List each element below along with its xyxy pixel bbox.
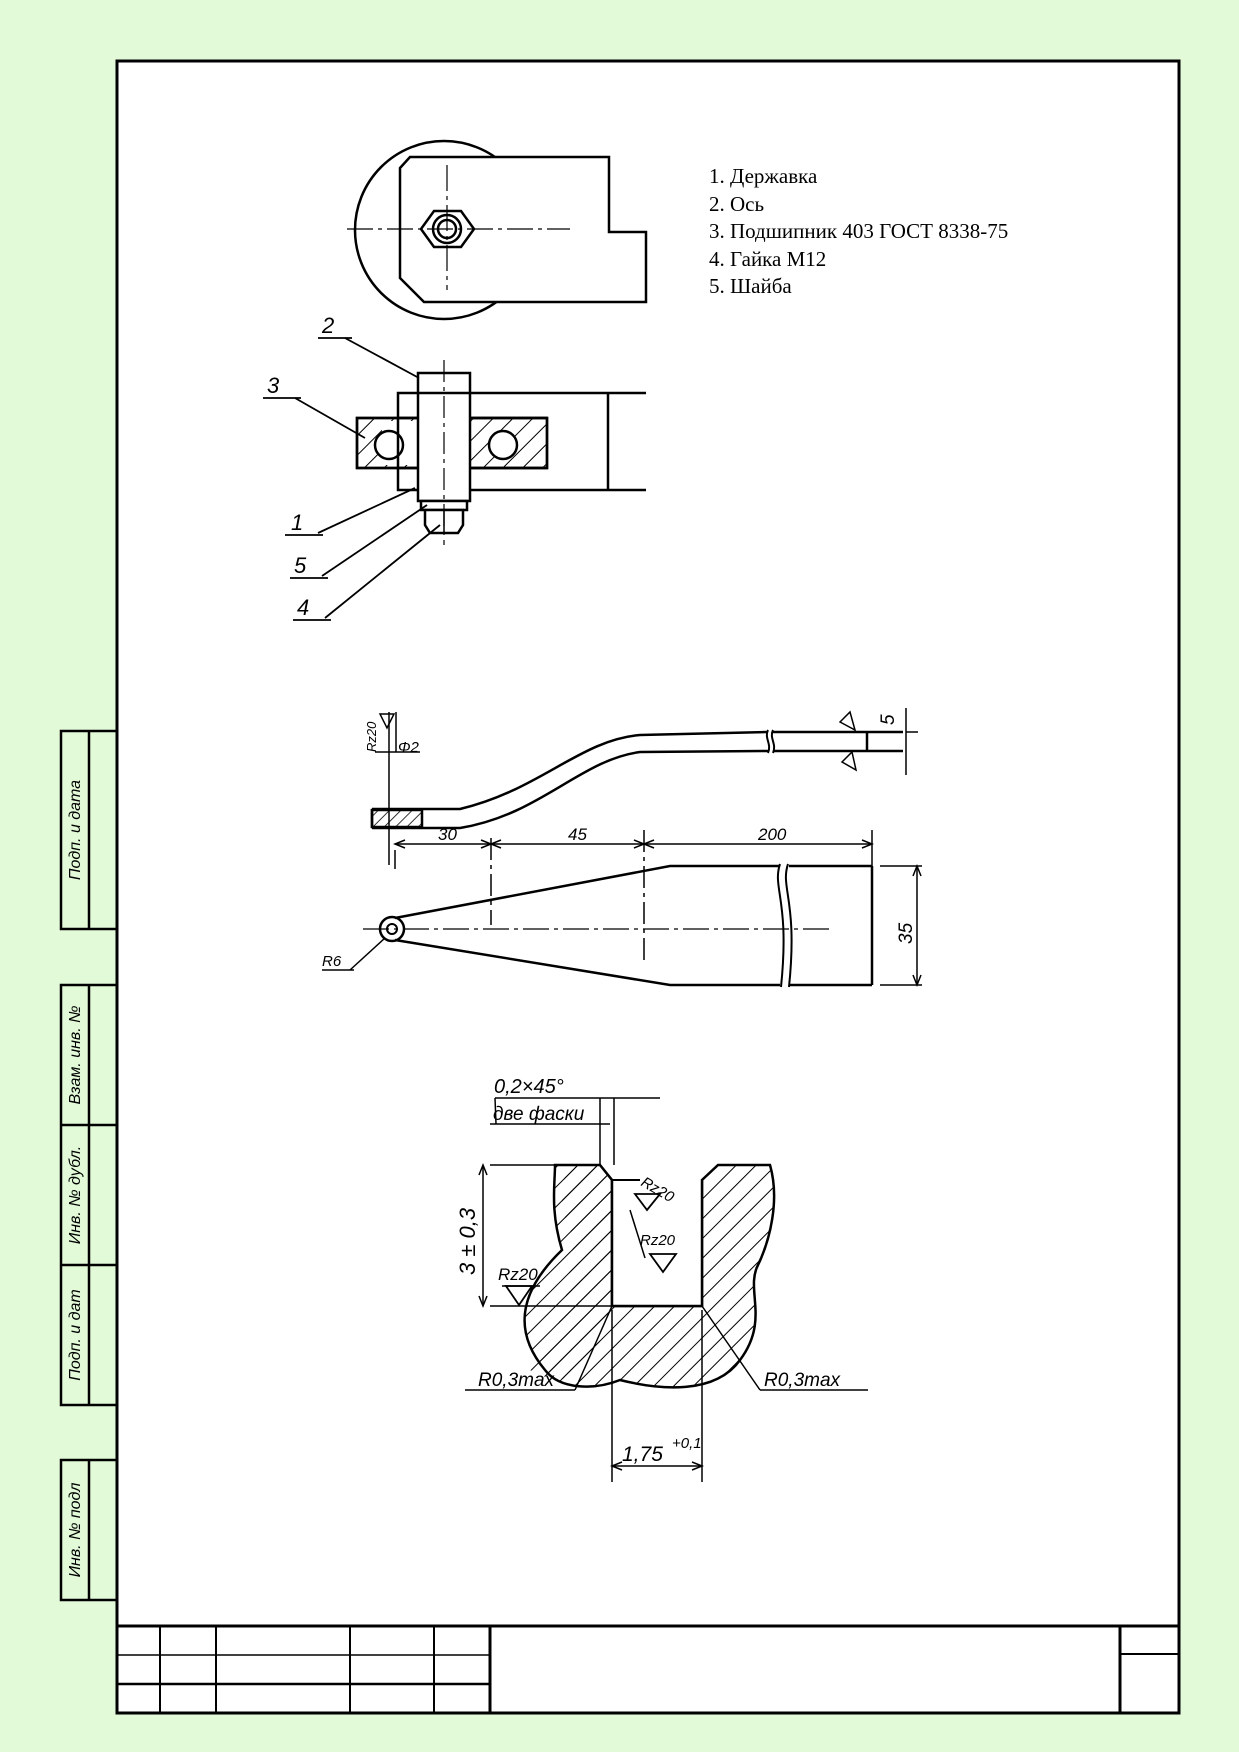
radius-left: R0,3max [478, 1370, 556, 1391]
chamfer-note: две фаски [493, 1104, 585, 1125]
dim-45: 45 [568, 825, 587, 844]
callout-4: 4 [297, 595, 309, 620]
roller-section-view [355, 360, 646, 545]
stamp-label-orig-inv: Инв. № подл [67, 1482, 84, 1578]
parts-item: 1. Державка [709, 164, 818, 188]
dim-200: 200 [757, 825, 787, 844]
callout-5: 5 [294, 553, 307, 578]
holder-plan-view [322, 830, 922, 988]
dim-5: 5 [878, 714, 899, 725]
stamp-label-sign-date: Подп. и дата [67, 779, 84, 881]
stamp-label-dup-inv: Инв. № дубл. [67, 1145, 84, 1245]
parts-item: 2. Ось [709, 191, 765, 216]
parts-list: 1. Державка 2. Ось 3. Подшипник 403 ГОСТ… [709, 163, 1008, 301]
chamfer-size: 0,2×45° [494, 1076, 564, 1098]
rz-groove-b: Rz20 [640, 1232, 676, 1249]
side-stamp [59, 729, 119, 1602]
stamp-label-sign-date-2: Подп. и дат [67, 1289, 84, 1381]
dim-width-tol: +0,1 [672, 1435, 702, 1452]
parts-item: 3. Подшипник 403 ГОСТ 8338-75 [709, 219, 1009, 243]
dim-width: 1,75 [622, 1443, 663, 1466]
callout-3: 3 [267, 373, 280, 398]
groove-section-view [465, 1097, 868, 1482]
callout-1: 1 [291, 510, 303, 535]
roller-top-view [347, 139, 648, 321]
callout-leaders [263, 337, 441, 621]
callout-2: 2 [321, 313, 334, 338]
parts-item: 5. Шайба [709, 274, 792, 298]
parts-item: 4. Гайка М12 [709, 246, 827, 271]
dim-depth: 3 ± 0,3 [455, 1207, 480, 1275]
dim-phi2: Φ2 [398, 739, 420, 756]
radius-right: R0,3max [764, 1370, 842, 1391]
stamp-label-replace-inv: Взам. инв. № [67, 1005, 84, 1105]
dim-35: 35 [896, 922, 917, 944]
dim-30: 30 [438, 825, 457, 844]
dim-r6: R6 [322, 953, 342, 970]
rz-groove-c: Rz20 [498, 1265, 538, 1284]
title-block [117, 1624, 1179, 1713]
drawing-sheet [117, 61, 1179, 1713]
holder-side-view [370, 708, 918, 865]
rz-side: Rz20 [364, 721, 379, 752]
